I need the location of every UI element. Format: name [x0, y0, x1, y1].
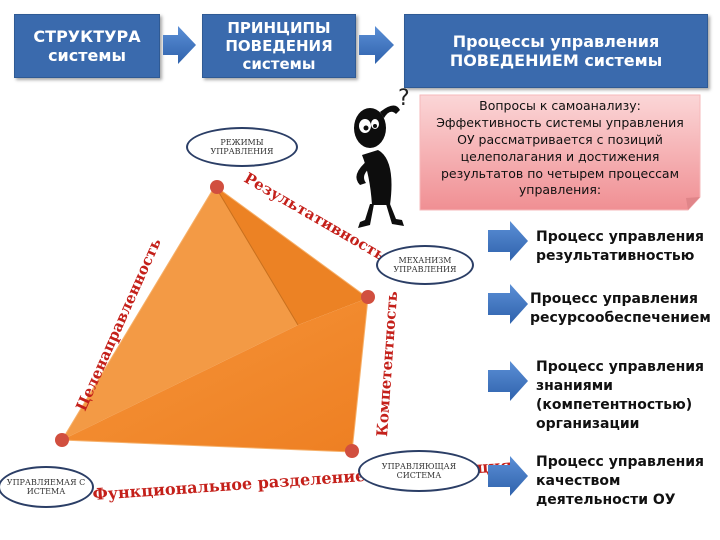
questions-line-2: Эффективность системы управления — [436, 114, 684, 130]
vertex-top — [210, 180, 224, 194]
process-4-line-3: деятельности ОУ — [536, 491, 676, 508]
questions-line-1: Вопросы к самоанализу: — [479, 98, 641, 113]
structure-line-2: системы — [48, 46, 126, 65]
bubble-managed-line-2: ИСТЕМА — [26, 487, 66, 496]
process-quality: Процесс управления качеством деятельност… — [536, 453, 704, 510]
bubble-managing-line-1: УПРАВЛЯЮЩАЯ — [381, 461, 457, 471]
bubble-managing-line-2: СИСТЕМА — [396, 471, 442, 480]
management-pyramid — [55, 180, 375, 458]
process-3-line-1: Процесс управления — [536, 359, 705, 375]
vertex-bottom-right — [345, 444, 359, 458]
process-3-line-4: организации — [536, 415, 640, 432]
flow-arrow-1-icon — [163, 26, 196, 64]
questions-text: Вопросы к самоанализу: Эффективность сис… — [420, 95, 700, 209]
process-1-line-2: результативностью — [536, 247, 695, 264]
process-knowledge: Процесс управления знаниями (компетентно… — [536, 358, 704, 434]
process-4-line-1: Процесс управления — [536, 454, 705, 470]
question-mark-icon: ? — [398, 86, 410, 111]
process-1-line-1: Процесс управления — [536, 229, 705, 245]
bubble-mechanism-line-1: МЕХАНИЗМ — [398, 255, 452, 265]
questions-line-3: ОУ рассматривается с позиций — [457, 131, 663, 147]
principles-line-1: ПРИНЦИПЫ — [227, 19, 331, 37]
questions-line-4: целеполагания и достижения — [460, 148, 660, 164]
bubble-managed-line-1: УПРАВЛЯЕМАЯ С — [6, 477, 86, 487]
bubble-mechanism-line-2: УПРАВЛЕНИЯ — [393, 265, 457, 274]
thinking-man-icon — [354, 105, 404, 228]
vertex-bottom-left — [55, 433, 69, 447]
process-4-line-2: качеством — [536, 472, 621, 489]
bubble-modes-line-2: УПРАВЛЕНИЯ — [210, 147, 274, 156]
questions-note — [419, 94, 701, 211]
label-competence: Компетентность — [373, 290, 401, 437]
process-2-line-2: ресурсообеспечением — [530, 309, 711, 326]
process-effectiveness: Процесс управления результативностью — [536, 228, 704, 266]
process-2-line-1: Процесс управления — [530, 291, 699, 307]
flow-arrow-2-icon — [359, 26, 394, 64]
questions-line-6: управления: — [518, 182, 602, 198]
principles-line-3: системы — [242, 55, 316, 73]
process-arrow-3-icon — [488, 361, 528, 401]
principles-line-2: ПОВЕДЕНИЯ — [225, 37, 333, 55]
processes-line-2: ПОВЕДЕНИЕМ системы — [449, 51, 663, 70]
vertex-right — [361, 290, 375, 304]
process-3-line-3: (компетентностью) — [536, 396, 693, 413]
process-arrow-4-icon — [488, 456, 528, 496]
processes-line-1: Процессы управления — [452, 31, 660, 51]
process-arrow-2-icon — [488, 284, 528, 324]
process-arrow-1-icon — [488, 221, 528, 261]
process-resources: Процесс управления ресурсообеспечением — [530, 290, 711, 328]
bubble-modes-line-1: РЕЖИМЫ — [220, 137, 264, 147]
process-3-line-2: знаниями — [536, 377, 613, 394]
questions-line-5: результатов по четырем процессам — [440, 165, 680, 181]
structure-line-1: СТРУКТУРА — [33, 26, 141, 46]
